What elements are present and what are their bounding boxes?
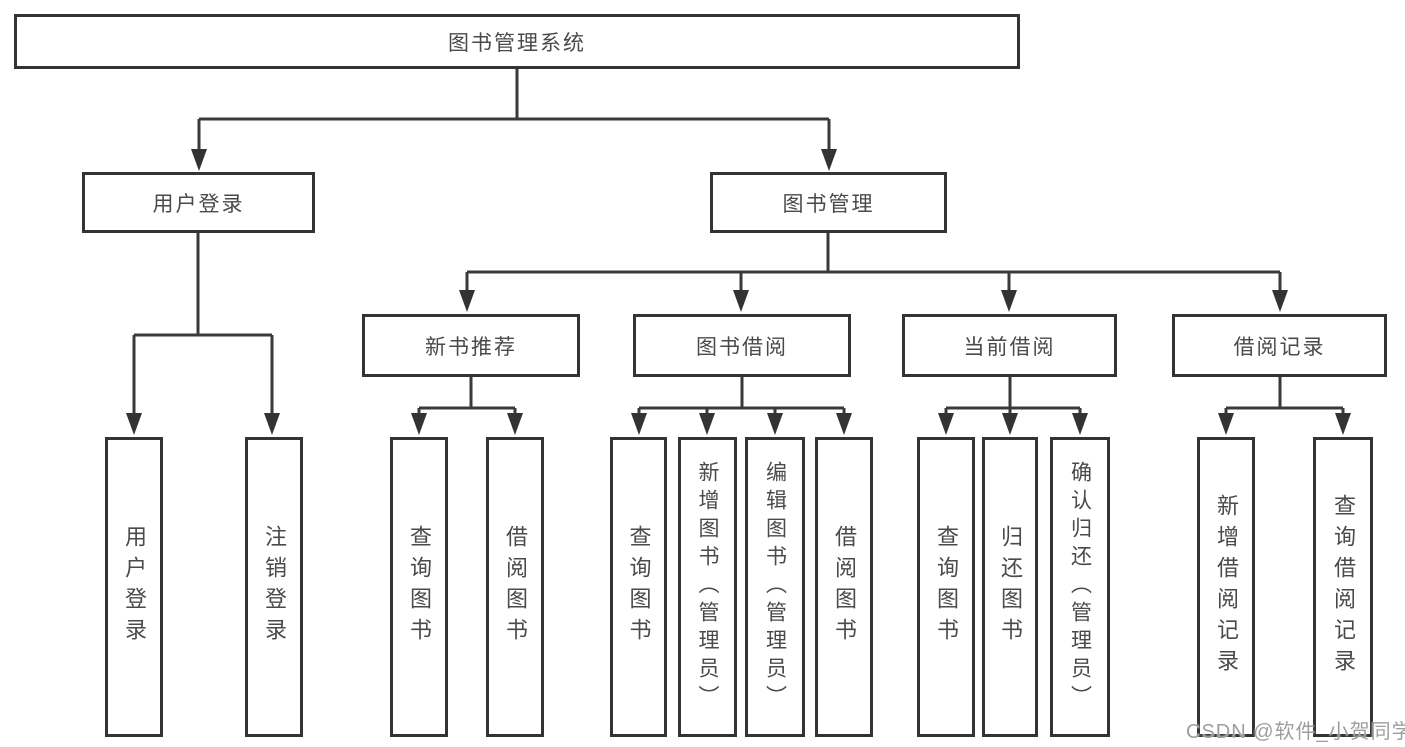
leaf-newbook-borrow-books-label: 借阅图书 bbox=[503, 525, 528, 649]
leaf-records-add-record-label: 新增借阅记录 bbox=[1214, 494, 1239, 680]
leaf-current-confirm-return-admin: 确认归还（管理员） bbox=[1050, 437, 1110, 737]
csdn-watermark: CSDN @软件_小贺同学 bbox=[1186, 721, 1405, 743]
leaf-borrow-query-books: 查询图书 bbox=[610, 437, 667, 737]
leaf-logout: 注销登录 bbox=[245, 437, 303, 737]
leaf-records-query-record-label: 查询借阅记录 bbox=[1331, 494, 1356, 680]
node-user-login-label: 用户登录 bbox=[152, 192, 245, 216]
leaf-borrow-add-books-admin-label: 新增图书（管理员） bbox=[696, 461, 719, 713]
node-book-borrowing-label: 图书借阅 bbox=[696, 335, 788, 359]
node-current-borrowing: 当前借阅 bbox=[902, 314, 1117, 377]
leaf-user-login-label: 用户登录 bbox=[122, 525, 147, 649]
node-borrowing-records-label: 借阅记录 bbox=[1233, 335, 1326, 359]
node-root-system: 图书管理系统 bbox=[14, 14, 1020, 69]
node-user-login: 用户登录 bbox=[82, 172, 315, 233]
node-borrowing-records: 借阅记录 bbox=[1172, 314, 1387, 377]
leaf-logout-label: 注销登录 bbox=[262, 525, 287, 649]
leaf-records-query-record: 查询借阅记录 bbox=[1313, 437, 1373, 737]
leaf-newbook-borrow-books: 借阅图书 bbox=[486, 437, 544, 737]
arrowhead-group bbox=[126, 149, 1351, 435]
leaf-borrow-edit-books-admin: 编辑图书（管理员） bbox=[745, 437, 805, 737]
leaf-newbook-query-books-label: 查询图书 bbox=[407, 525, 432, 649]
node-book-management: 图书管理 bbox=[710, 172, 947, 233]
node-book-borrowing: 图书借阅 bbox=[633, 314, 851, 377]
leaf-borrow-edit-books-admin-label: 编辑图书（管理员） bbox=[763, 461, 787, 713]
node-new-book-recommend-label: 新书推荐 bbox=[425, 335, 517, 359]
leaf-borrow-borrow-books: 借阅图书 bbox=[815, 437, 873, 737]
leaf-borrow-borrow-books-label: 借阅图书 bbox=[832, 525, 857, 649]
leaf-current-query-books-label: 查询图书 bbox=[934, 525, 959, 649]
leaf-current-query-books: 查询图书 bbox=[917, 437, 975, 737]
node-current-borrowing-label: 当前借阅 bbox=[963, 335, 1056, 359]
leaf-newbook-query-books: 查询图书 bbox=[390, 437, 448, 737]
node-book-management-label: 图书管理 bbox=[782, 192, 875, 216]
leaf-user-login: 用户登录 bbox=[105, 437, 163, 737]
leaf-current-return-books: 归还图书 bbox=[982, 437, 1038, 737]
leaf-current-return-books-label: 归还图书 bbox=[998, 525, 1023, 649]
leaf-records-add-record: 新增借阅记录 bbox=[1197, 437, 1255, 737]
leaf-borrow-add-books-admin: 新增图书（管理员） bbox=[678, 437, 737, 737]
node-root-system-label: 图书管理系统 bbox=[448, 31, 586, 55]
node-new-book-recommend: 新书推荐 bbox=[362, 314, 580, 377]
leaf-borrow-query-books-label: 查询图书 bbox=[626, 525, 652, 649]
leaf-current-confirm-return-admin-label: 确认归还（管理员） bbox=[1068, 461, 1092, 713]
